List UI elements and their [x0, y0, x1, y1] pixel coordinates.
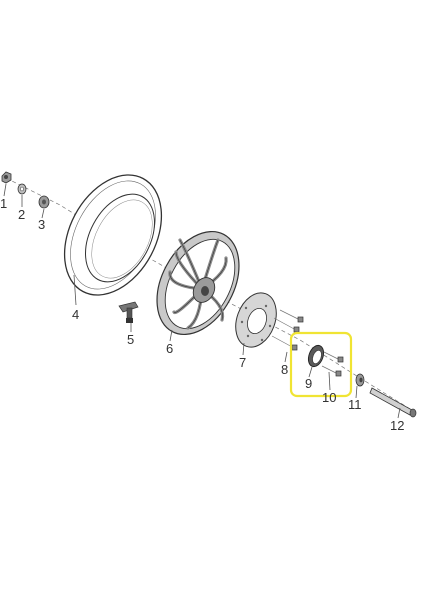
part-12-axle [369, 387, 417, 418]
label-part-3: 3 [38, 217, 45, 232]
part-2-washer [17, 183, 27, 195]
part-3-bearing [38, 195, 50, 209]
part-5-valve [118, 301, 139, 323]
leader-lines [3, 183, 401, 419]
part-4-tire [63, 174, 163, 296]
part-7-brake-disc [235, 292, 277, 348]
label-part-9: 9 [305, 376, 312, 391]
label-part-1: 1 [0, 196, 7, 211]
label-part-11: 11 [348, 397, 362, 412]
part-9-sensor-ring [307, 344, 325, 368]
highlight-box [289, 331, 353, 398]
label-part-7: 7 [239, 355, 246, 370]
label-part-8: 8 [281, 362, 288, 377]
label-part-12: 12 [390, 418, 404, 433]
part-11-collar [355, 373, 365, 387]
part-1-axle-nut [1, 171, 12, 184]
label-part-2: 2 [18, 207, 25, 222]
label-part-4: 4 [72, 307, 79, 322]
part-6-rim [156, 230, 240, 336]
label-part-6: 6 [166, 341, 173, 356]
label-part-5: 5 [127, 332, 134, 347]
part-10-bolts [321, 351, 344, 377]
label-part-10: 10 [322, 390, 336, 405]
